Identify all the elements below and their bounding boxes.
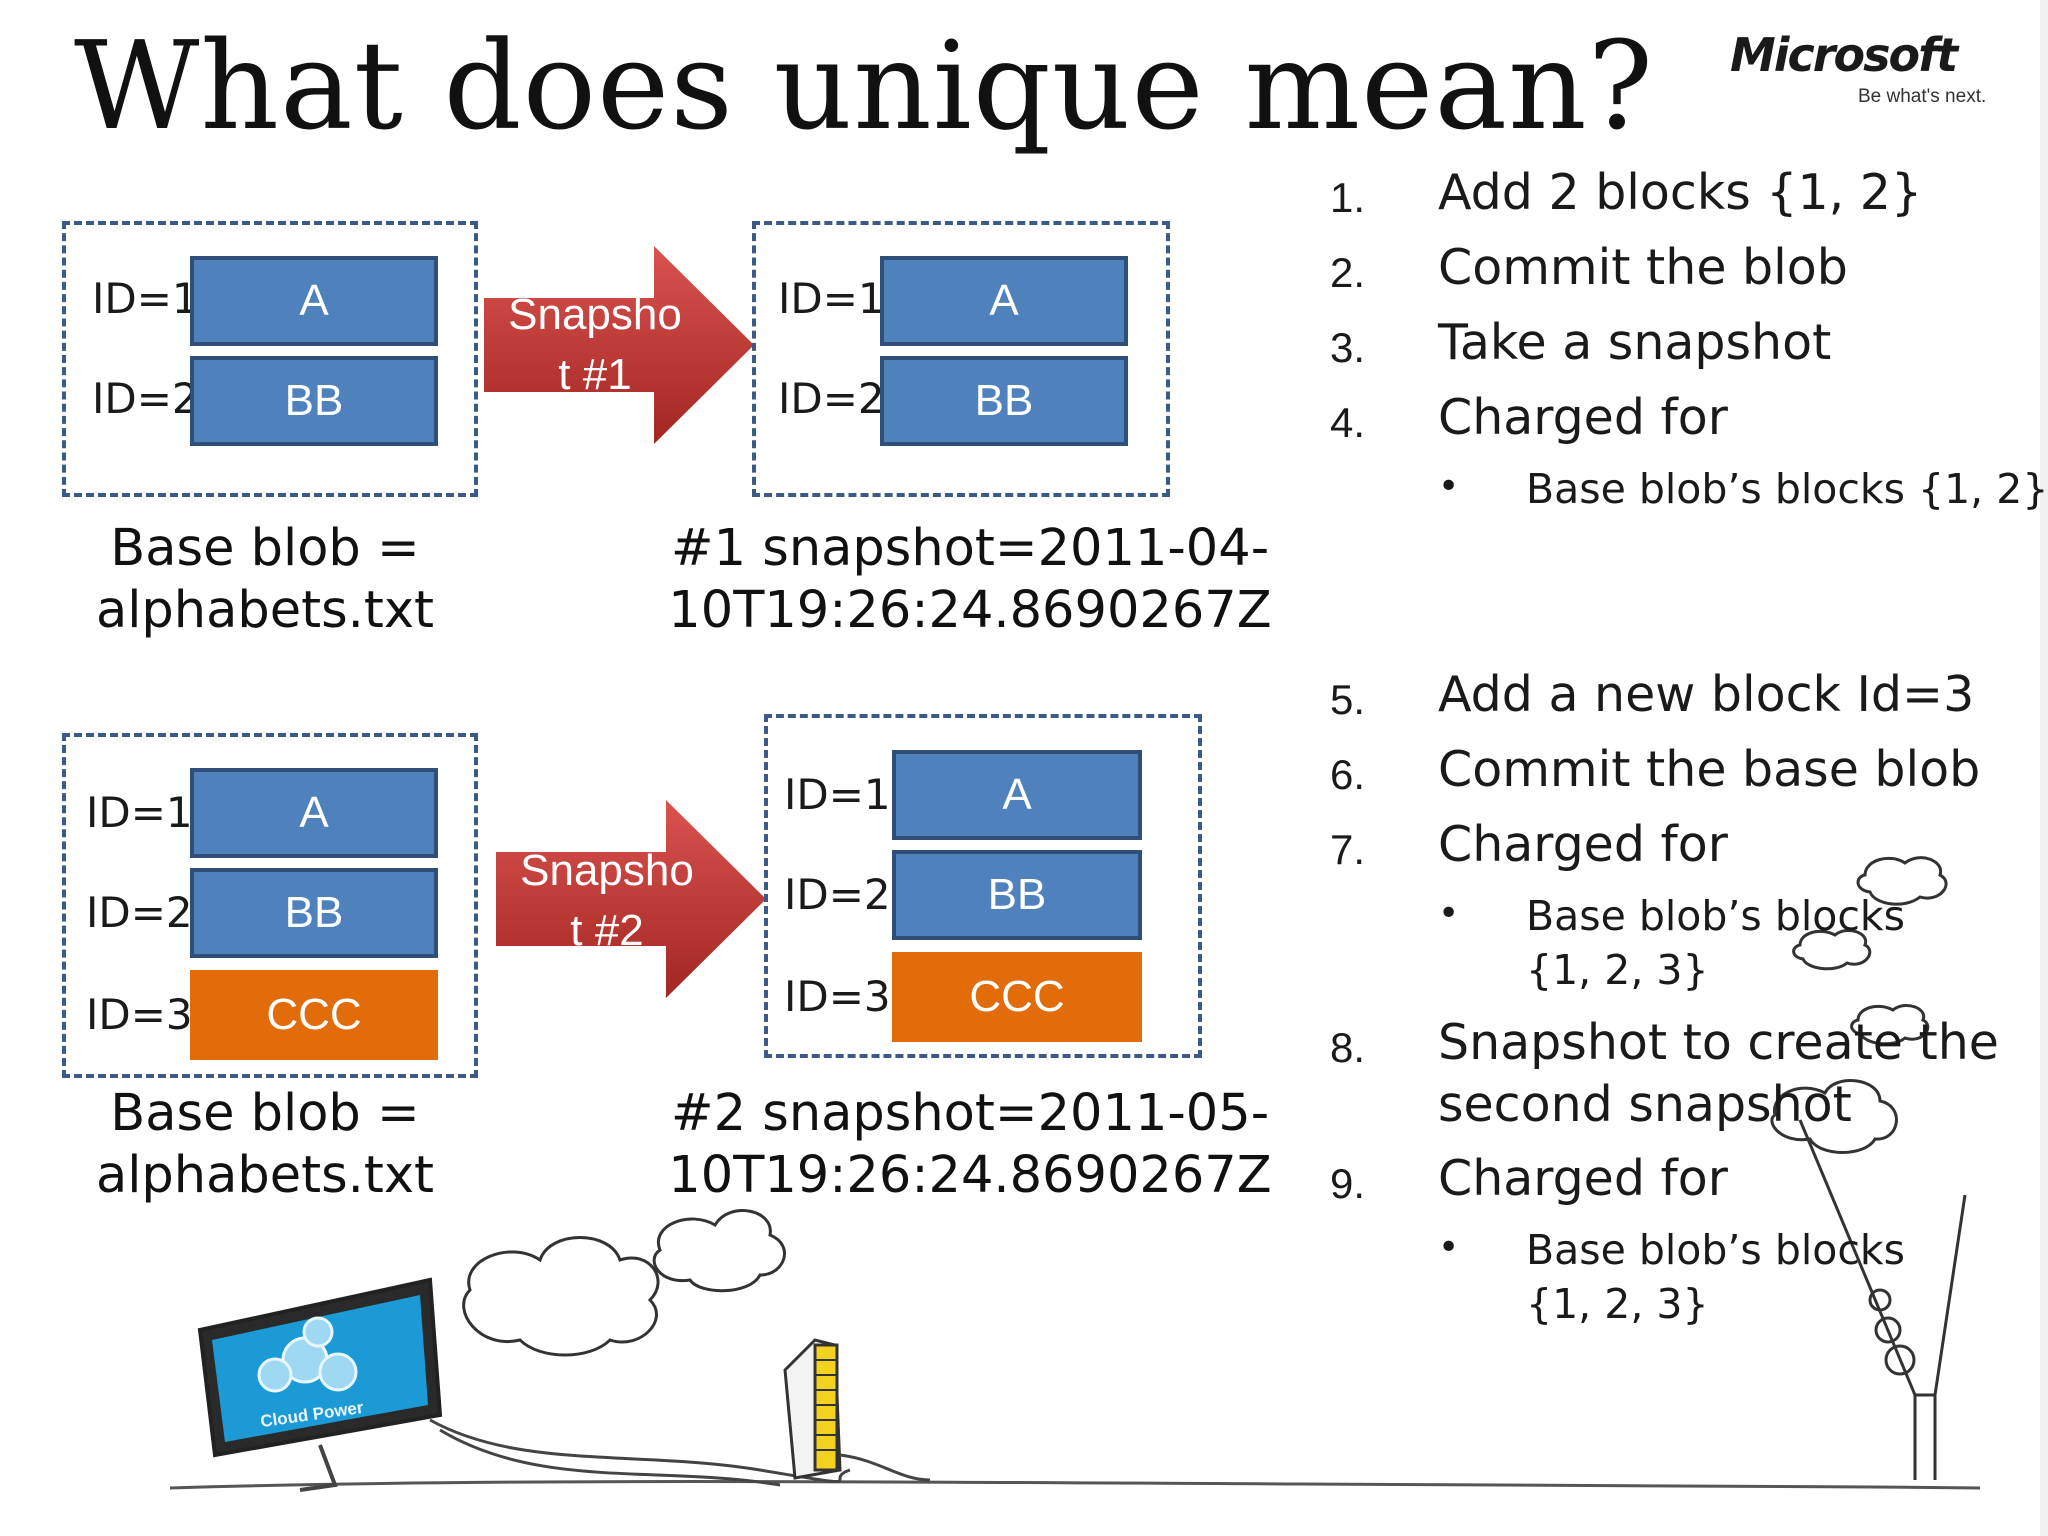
step-text: Commit the blob (1438, 239, 1848, 296)
block-id-label: ID=1 (784, 770, 891, 819)
bullet-icon: • (1438, 893, 1460, 934)
snapshot-arrow-label: Snapsho t #2 (520, 846, 694, 955)
step-number: 7. (1330, 826, 1366, 873)
bullet-icon: • (1438, 466, 1460, 507)
block-id-label: ID=2 (784, 870, 891, 919)
bullet-text: Base blob’s blocks {1, 2} (1526, 465, 2048, 513)
steps-list: 1. Add 2 blocks {1, 2} 2. Commit the blo… (1330, 0, 2048, 1536)
block-id-label: ID=2 (86, 888, 193, 937)
block-id-label: ID=2 (778, 374, 885, 423)
snapshot-arrow-1 (484, 246, 754, 444)
block-a: A (190, 768, 438, 858)
snapshot-arrow-label: Snapsho t #1 (508, 290, 682, 399)
block-ccc: CCC (190, 970, 438, 1060)
block-bb: BB (190, 868, 438, 958)
step-text: Charged for (1438, 1150, 1728, 1207)
step-number: 1. (1330, 174, 1366, 221)
brand-name: Microsoft (1730, 28, 1958, 82)
step-number: 8. (1330, 1024, 1366, 1071)
block-bb: BB (190, 356, 438, 446)
snapshot-arrow-2 (496, 800, 766, 998)
step-text: Charged for (1438, 389, 1728, 446)
bullet-text: Base blob’s blocks {1, 2, 3} (1526, 892, 1905, 994)
step-number: 5. (1330, 676, 1366, 723)
step-text: Commit the base blob (1438, 741, 1981, 798)
base-blob-caption: Base blob = alphabets.txt (95, 1084, 435, 1205)
block-bb: BB (892, 850, 1142, 940)
step-number: 6. (1330, 751, 1366, 798)
block-bb: BB (880, 356, 1128, 446)
server-icon (783, 1338, 931, 1482)
block-a: A (190, 256, 438, 346)
block-a: A (892, 750, 1142, 840)
step-number: 2. (1330, 249, 1366, 296)
base-blob-group-bottom (62, 733, 478, 1078)
step-number: 4. (1330, 399, 1366, 446)
block-ccc: CCC (892, 952, 1142, 1042)
block-id-label: ID=1 (86, 788, 193, 837)
block-id-label: ID=1 (778, 274, 885, 323)
monitor-icon (197, 1277, 851, 1492)
block-id-label: ID=2 (92, 374, 199, 423)
base-blob-group-top (62, 221, 478, 497)
step-text: Take a snapshot (1438, 314, 1832, 371)
page-title: What does unique mean? (74, 15, 1655, 157)
block-id-label: ID=3 (86, 990, 193, 1039)
step-number: 3. (1330, 324, 1366, 371)
base-blob-caption: Base blob = alphabets.txt (95, 519, 435, 640)
step-text: Snapshot to create the second snapshot (1438, 1014, 1999, 1133)
snapshot-group-bottom (764, 714, 1202, 1058)
block-a: A (880, 256, 1128, 346)
block-id-label: ID=3 (784, 972, 891, 1021)
snapshot-group-top (752, 221, 1170, 497)
step-text: Charged for (1438, 816, 1728, 873)
microsoft-logo: Microsoft Be what's next. (1730, 28, 2010, 107)
step-number: 9. (1330, 1160, 1366, 1207)
bullet-icon: • (1438, 1227, 1460, 1268)
cloud-icon (462, 856, 1948, 1357)
brand-tagline: Be what's next. (1858, 86, 1987, 107)
funnel-icon (1798, 1119, 1967, 1480)
snapshot-caption: #2 snapshot=2011-05- 10T19:26:24.8690267… (668, 1084, 1272, 1205)
snapshot-caption: #1 snapshot=2011-04- 10T19:26:24.8690267… (668, 519, 1272, 640)
step-text: Add 2 blocks {1, 2} (1438, 164, 1923, 221)
step-text: Add a new block Id=3 (1438, 666, 1975, 723)
bullet-text: Base blob’s blocks {1, 2, 3} (1526, 1226, 1905, 1328)
block-id-label: ID=1 (92, 274, 199, 323)
